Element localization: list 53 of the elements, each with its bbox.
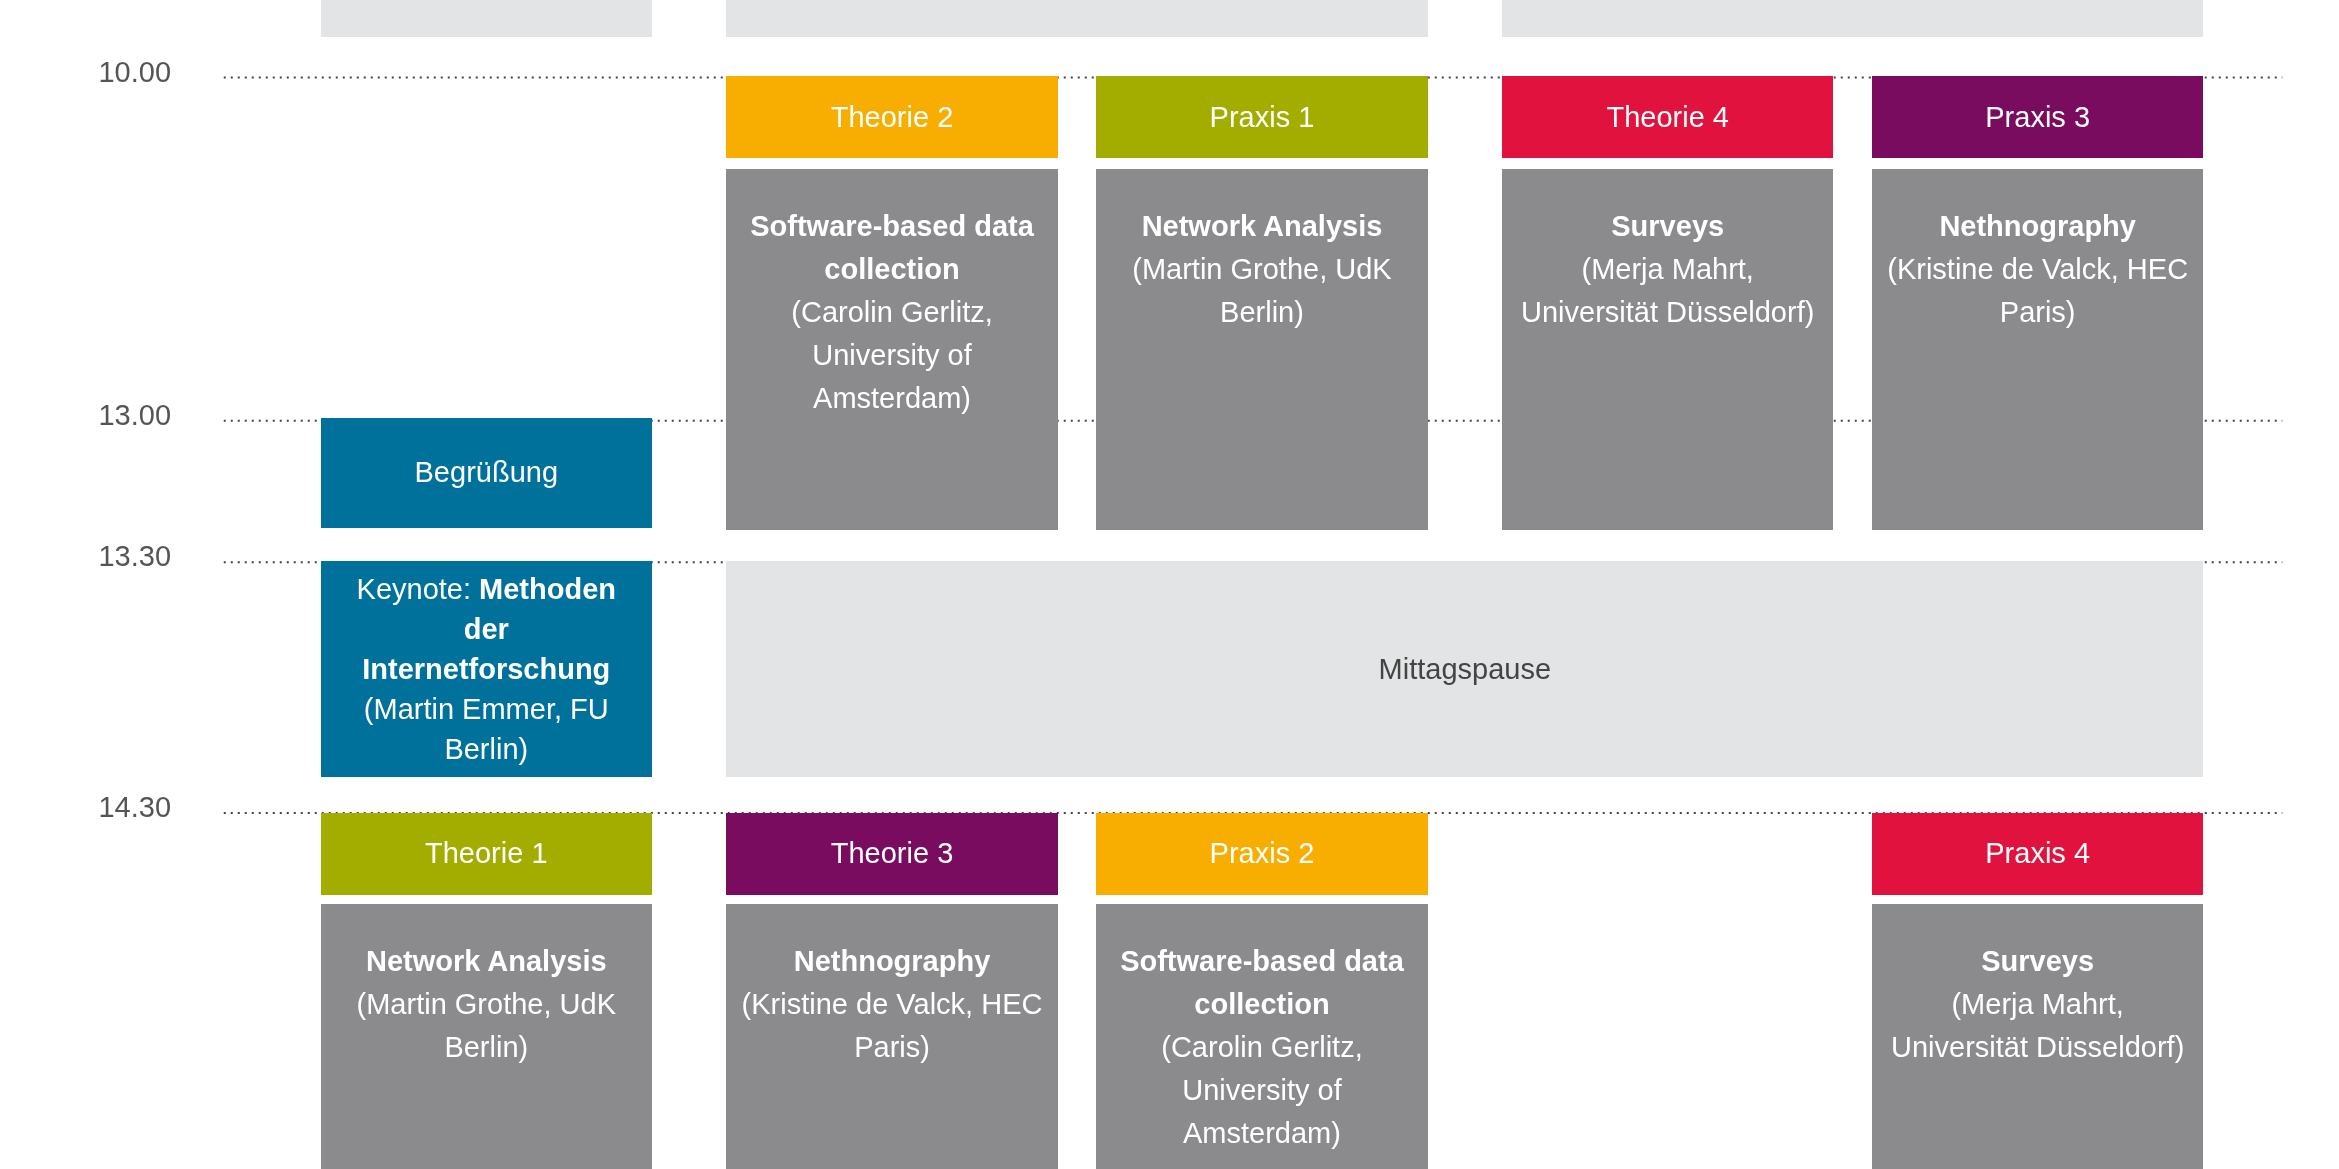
block-label: Praxis 4 <box>1984 837 2092 871</box>
session-card <box>1096 168 1428 530</box>
block-label: Praxis 2 <box>1208 837 1316 871</box>
session-header <box>1096 76 1428 159</box>
speaker-info: (Merja Mahrt, Universität Düsseldorf) <box>1520 251 1816 330</box>
time-label: 14.30 <box>98 790 171 824</box>
speaker-info: (Martin Grothe, UdK Berlin) <box>1131 251 1393 330</box>
session-card <box>320 903 652 1169</box>
session-header <box>1096 812 1428 895</box>
block-label: Mittagspause <box>1377 652 1553 686</box>
session-title: Network Analysis <box>364 943 608 979</box>
welcome-block <box>320 417 652 529</box>
session-title: Surveys <box>1610 208 1726 244</box>
lunch-break-bar <box>726 560 2204 778</box>
block-label: Theorie 3 <box>829 837 955 871</box>
speaker-info: (Carolin Gerlitz, University of Amsterdam) <box>790 294 994 416</box>
speaker-info: (Kristine de Valck, HEC Paris) <box>740 986 1044 1065</box>
speaker-info: (Merja Mahrt, Universität Düsseldorf) <box>1890 986 2186 1065</box>
block-label: Theorie 1 <box>424 837 549 871</box>
keynote-text: Keynote: Methoden der Internetforschung (Martin Emmer, FU Berlin) <box>355 572 617 767</box>
session-title: Software-based data collection <box>749 208 1035 287</box>
block-label: Praxis 3 <box>1984 100 2092 134</box>
session-card <box>726 168 1058 530</box>
speaker-info: (Martin Grothe, UdK Berlin) <box>355 986 617 1065</box>
session-card <box>1096 903 1428 1169</box>
block-label: Theorie 2 <box>829 100 955 134</box>
session-title: Software-based data collection <box>1119 943 1405 1022</box>
block-label: Begrüßung <box>413 456 560 490</box>
break-bar <box>1502 0 2204 38</box>
break-bar <box>320 0 652 38</box>
keynote-block <box>320 560 652 778</box>
speaker-info: (Carolin Gerlitz, University of Amsterdam) <box>1160 1029 1364 1151</box>
session-header <box>320 812 652 895</box>
session-header <box>1872 76 2204 159</box>
block-label: Theorie 4 <box>1605 100 1730 134</box>
session-card <box>726 903 1058 1169</box>
time-label: 13.30 <box>98 540 171 574</box>
break-bar <box>726 0 1428 38</box>
session-title: Nethnography <box>1938 208 2137 244</box>
block-label: Praxis 1 <box>1208 100 1316 134</box>
session-header <box>726 76 1058 159</box>
session-card <box>1872 903 2204 1169</box>
session-card <box>1872 168 2204 530</box>
session-header <box>1872 812 2204 895</box>
session-header <box>1502 76 1834 159</box>
speaker-info: (Kristine de Valck, HEC Paris) <box>1886 251 2190 330</box>
time-label: 13.00 <box>98 398 171 432</box>
session-header <box>726 812 1058 895</box>
time-label: 10.00 <box>98 55 171 89</box>
session-title: Surveys <box>1980 943 2096 979</box>
session-title: Network Analysis <box>1140 208 1384 244</box>
session-card <box>1502 168 1834 530</box>
session-title: Nethnography <box>792 943 992 979</box>
